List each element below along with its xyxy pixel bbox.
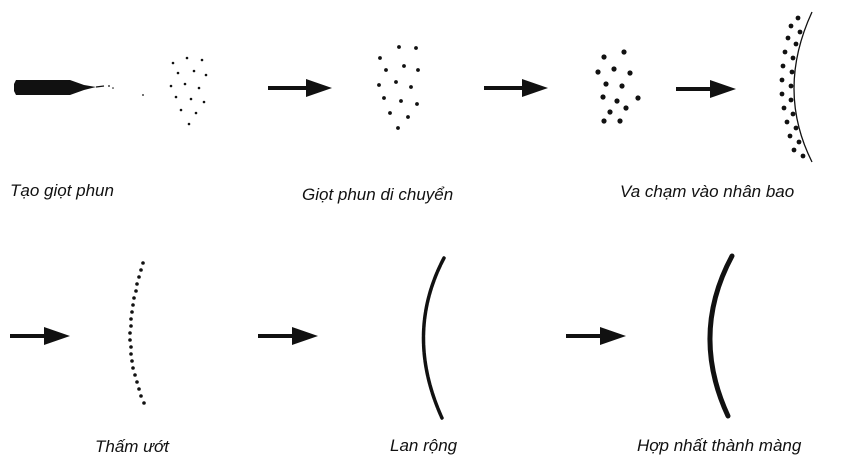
step-label-spray-generation: Tạo giọt phun	[10, 181, 114, 200]
impacting-droplets	[595, 49, 641, 124]
arrow-right-icon	[10, 327, 70, 345]
step-label-impact: Va chạm vào nhân bao	[620, 182, 795, 201]
step-label-spreading: Lan rộng	[390, 436, 458, 455]
core-surface-with-droplets	[779, 11, 813, 163]
coalesced-film-surface	[707, 253, 735, 419]
spreading-surface	[421, 256, 446, 420]
step-label-wetting: Thấm ướt	[95, 437, 169, 456]
arrow-right-icon	[566, 327, 626, 345]
arrow-right-icon	[268, 79, 332, 97]
wetting-surface	[128, 261, 146, 405]
moving-droplets	[377, 45, 420, 130]
arrow-right-icon	[676, 80, 736, 98]
arrow-right-icon	[258, 327, 318, 345]
spray-nozzle	[14, 80, 144, 96]
step-label-film-coalescence: Hợp nhất thành màng	[637, 436, 802, 455]
step-label-droplet-movement: Giọt phun di chuyển	[302, 185, 454, 204]
fine-droplets	[169, 56, 208, 126]
arrow-right-icon	[484, 79, 548, 97]
